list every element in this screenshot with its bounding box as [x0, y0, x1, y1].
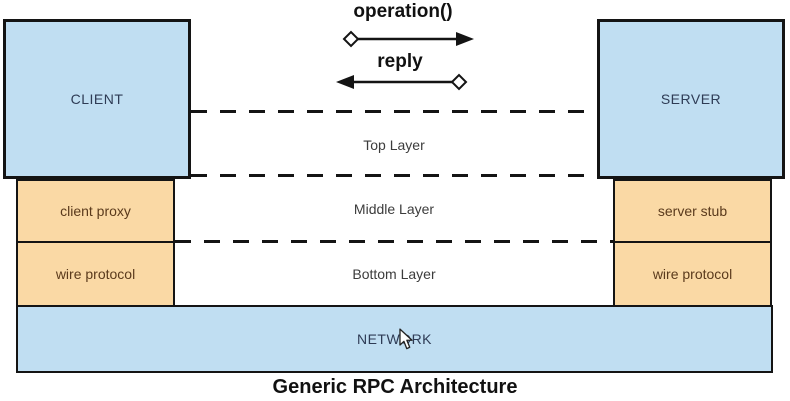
- mouse-cursor-icon: [399, 328, 413, 350]
- wire-protocol-left-label: wire protocol: [55, 266, 136, 282]
- operation-message-label: operation(): [353, 1, 453, 22]
- wire-protocol-left-box: wire protocol: [16, 241, 175, 307]
- server-stub-box: server stub: [613, 179, 772, 243]
- dashed-separator-bottom: [175, 240, 613, 243]
- operation-arrow-icon: [342, 30, 474, 48]
- middle-layer-label: Middle Layer: [353, 201, 435, 217]
- client-box-label: CLIENT: [70, 91, 124, 107]
- server-stub-label: server stub: [657, 203, 728, 219]
- top-layer-label: Top Layer: [363, 137, 425, 153]
- client-proxy-label: client proxy: [60, 203, 131, 219]
- bottom-layer-label: Bottom Layer: [352, 266, 436, 282]
- network-bar: NETWORK: [16, 305, 773, 373]
- client-proxy-box: client proxy: [16, 179, 175, 243]
- reply-message-label: reply: [377, 51, 423, 72]
- server-box: SERVER: [597, 19, 785, 179]
- server-box-label: SERVER: [660, 91, 722, 107]
- reply-arrow-icon: [336, 73, 468, 91]
- wire-protocol-right-box: wire protocol: [613, 241, 772, 307]
- network-bar-label: NETWORK: [356, 331, 433, 347]
- dashed-separator-middle: [191, 174, 597, 177]
- dashed-separator-top: [191, 110, 597, 113]
- diagram-title: Generic RPC Architecture: [272, 376, 518, 398]
- client-box: CLIENT: [3, 19, 191, 179]
- wire-protocol-right-label: wire protocol: [652, 266, 733, 282]
